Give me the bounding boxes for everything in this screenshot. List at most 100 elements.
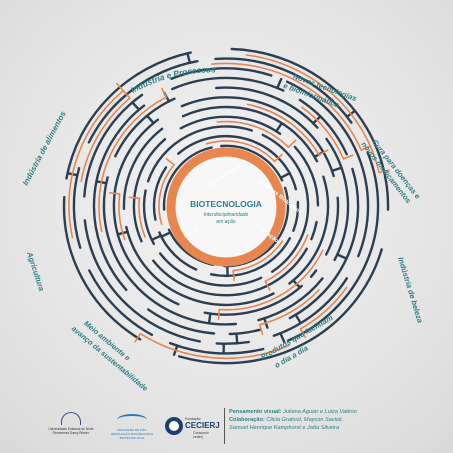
credits-line-3: Samuel Henrique Kamphorst e Jaõa Silveir… xyxy=(229,425,340,432)
maze-ring-segment xyxy=(325,137,350,262)
center-emblem: BIOTECNOLOGIA Interdisciplinaridade em a… xyxy=(166,147,286,267)
maze-accent-path xyxy=(245,54,380,174)
maze-ring-segment xyxy=(288,167,360,320)
footer-divider xyxy=(224,408,225,444)
maze-ring-segment xyxy=(159,252,263,287)
maze-ring-segment xyxy=(209,237,291,277)
maze-ring-segment xyxy=(83,93,144,198)
maze-ring-segment xyxy=(170,67,273,80)
maze-connector xyxy=(160,231,172,238)
maze-ring-segment xyxy=(62,195,142,341)
maze-ring-segment xyxy=(261,133,310,273)
maze-ring-segment xyxy=(142,189,156,246)
maze-accent-connector xyxy=(287,139,297,148)
maze-connector xyxy=(275,121,283,133)
maze-connector xyxy=(279,332,286,344)
maze-connector xyxy=(294,313,302,325)
maze-accent-connector xyxy=(342,154,354,160)
maze-ring-segment xyxy=(179,115,282,135)
postgrad-wave-icon xyxy=(117,414,147,426)
maze-accent-connector xyxy=(264,280,271,291)
maze-ring-segment xyxy=(177,135,298,191)
uenf-logo: Universidade Estadual do Norte Fluminens… xyxy=(44,412,98,442)
maze-ring-segment xyxy=(168,341,265,355)
cecierj-name: CECIERJ xyxy=(185,421,220,430)
maze-accent-connector xyxy=(318,149,329,156)
maze-ring-segment xyxy=(152,166,168,221)
topic-meio-ambiente: Meio ambiente eavanço da sustentabilidad… xyxy=(70,315,157,393)
maze-accent-connector xyxy=(161,87,168,98)
cecierj-top-text: Fundação xyxy=(185,417,201,421)
maze-accent-connector xyxy=(217,308,220,321)
maze-ring-segment xyxy=(102,176,237,326)
credits-visual-label: Pensamento visual: xyxy=(229,409,282,415)
maze-accent-connector xyxy=(122,90,131,99)
center-title: BIOTECNOLOGIA xyxy=(190,199,262,209)
cecierj-logo: Fundação CECIERJ Consórcio cederj xyxy=(165,415,220,439)
center-orange-ring xyxy=(166,147,286,267)
maze-accent-connector xyxy=(378,169,390,174)
maze-ring-segment xyxy=(87,60,199,144)
maze-ring-segment xyxy=(215,340,250,345)
center-subtitle-line2: em ação xyxy=(216,219,235,225)
maze-accent-path xyxy=(98,96,168,233)
maze-ring-segment xyxy=(147,308,216,335)
maze-accent-connector xyxy=(360,145,372,151)
maze-accent-path xyxy=(246,103,320,156)
topic-cura-doencas: Cura para doenças enovos medicamentos xyxy=(359,134,422,207)
maze-accent-path xyxy=(232,240,284,272)
maze-ring-segment xyxy=(310,220,318,241)
maze-connector xyxy=(131,101,141,111)
maze-ring-segment xyxy=(72,166,82,249)
maze-connector xyxy=(279,171,291,180)
credits-line-2: Colaboração: Clicia Grativol, Maycon Sav… xyxy=(229,416,449,424)
cecierj-circle-icon xyxy=(165,417,183,435)
cecierj-bottom-text: Consórcio cederj xyxy=(193,431,209,439)
maze-ring-segment xyxy=(83,219,201,343)
maze-ring-segment xyxy=(292,200,300,232)
maze-ring-segment xyxy=(65,51,192,180)
maze-ring-segment xyxy=(309,269,318,278)
maze-accent-connector xyxy=(273,153,283,163)
credits-collab-value: Clicia Grativol, Maycon Savioli, xyxy=(264,417,344,424)
maze-accent-path xyxy=(138,197,146,238)
maze-ring-segment xyxy=(92,104,146,292)
maze-accent-connector xyxy=(232,269,235,282)
maze-connector xyxy=(336,253,348,260)
maze-ring-segment xyxy=(215,86,319,129)
maze-ring-segment xyxy=(325,196,340,256)
maze-ring-segment xyxy=(181,105,319,163)
uenf-logo-text: Universidade Estadual do Norte Fluminens… xyxy=(48,427,94,435)
postgrad-logo-text: PROGRAMA DE PÓS-GRADUAÇÃO BIOCIÊNCIAS E … xyxy=(110,428,154,440)
maze-connector xyxy=(235,332,239,345)
maze-ring-segment xyxy=(125,225,275,307)
maze-ring-segment xyxy=(122,127,164,210)
center-disc xyxy=(176,157,276,257)
maze-accent-connector xyxy=(128,196,141,199)
maze-ring-segment xyxy=(112,118,180,306)
maze-accent-path xyxy=(216,120,290,148)
maze-ring-segment xyxy=(286,151,380,342)
maze-ring-segment xyxy=(220,144,284,182)
maze-accent-connector xyxy=(109,192,121,195)
maze-accent-connector xyxy=(165,157,175,166)
maze-accent-path xyxy=(158,164,175,226)
maze-ring-segment xyxy=(288,175,330,285)
credits-visual-value: Juliana Aguiar e Luiza Valério xyxy=(281,409,357,415)
maze-ring-segment xyxy=(171,76,285,92)
maze-accent-path xyxy=(80,97,131,183)
maze-accent-path xyxy=(68,90,125,239)
maze-ring-segment xyxy=(230,47,390,211)
maze-ring-segment xyxy=(285,80,370,258)
center-subtitle-line1: Interdisciplinaridade xyxy=(204,212,249,218)
maze-accent-path xyxy=(139,332,291,360)
maze-accent-connector xyxy=(116,82,125,92)
maze-ring-segment xyxy=(298,98,348,156)
footer: Universidade Estadual do Norte Fluminens… xyxy=(0,402,453,453)
maze-ring-segment xyxy=(293,145,320,207)
maze-accent-connector xyxy=(258,323,264,335)
maze-ring-segment xyxy=(228,328,261,336)
maze-accent-connector xyxy=(299,328,307,339)
maze-connector xyxy=(145,114,155,125)
